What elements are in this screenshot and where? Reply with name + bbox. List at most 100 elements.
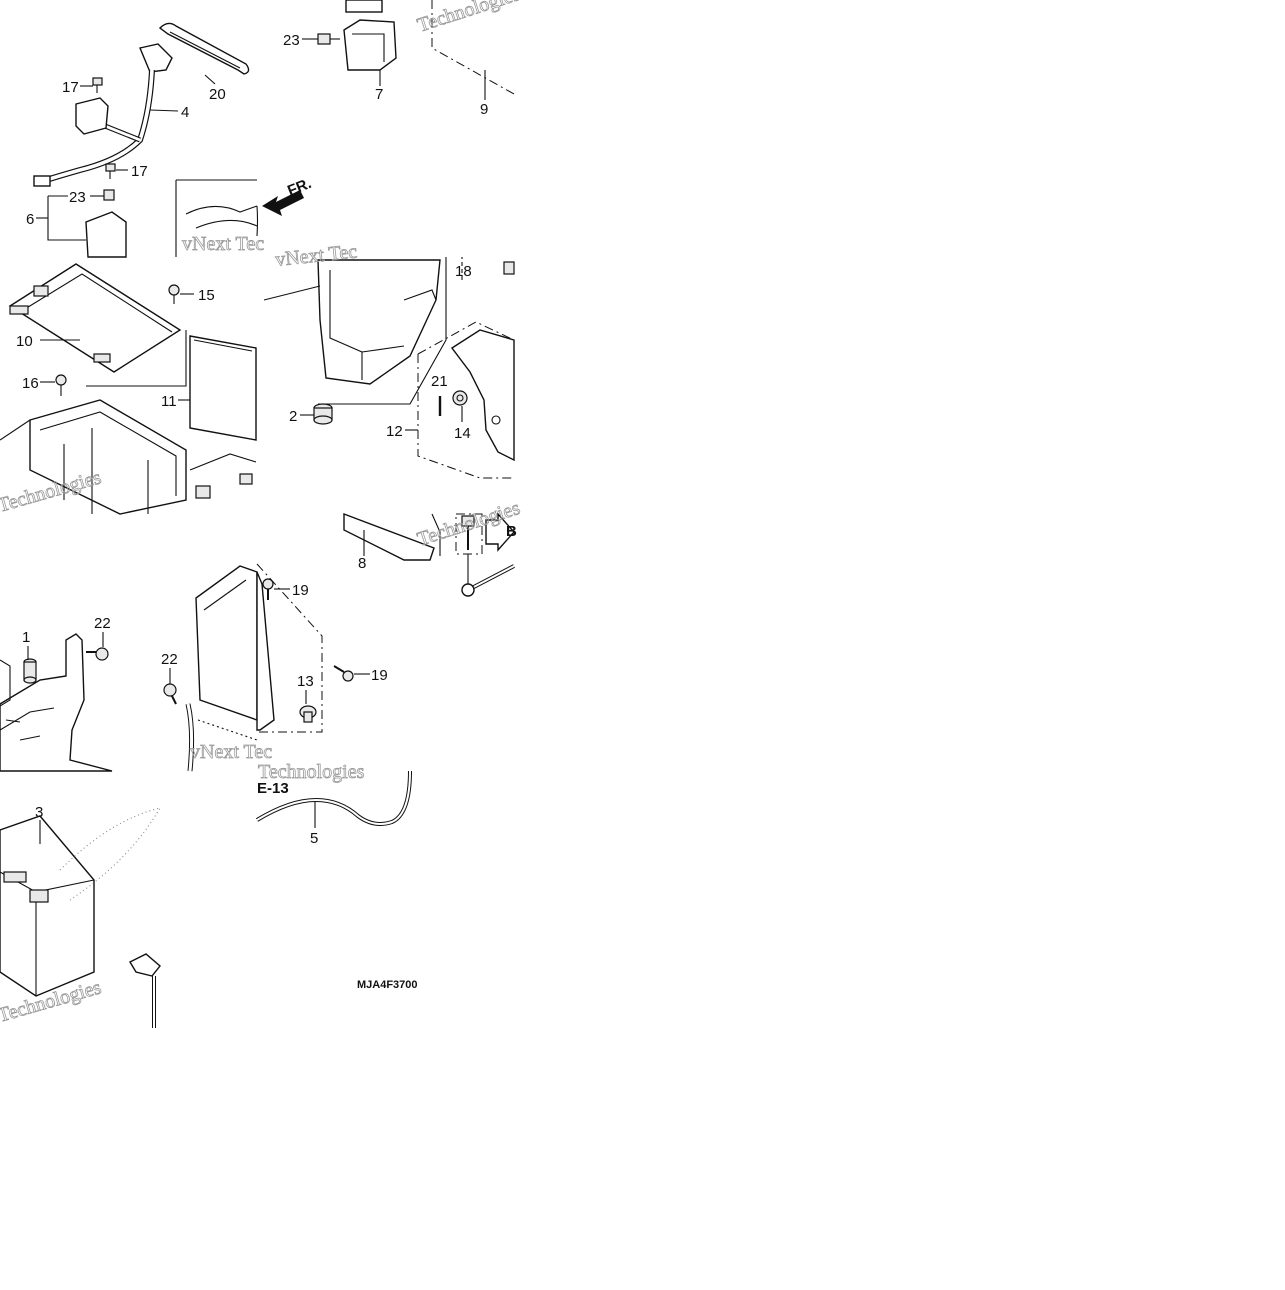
callout-21: 21 — [431, 373, 448, 390]
bolt-19b-icon — [333, 665, 354, 682]
tray-side — [189, 453, 257, 471]
relay-holder-inner — [352, 33, 385, 62]
watermark-tech-1: Technologies — [415, 0, 523, 37]
callout-1: 1 — [22, 629, 30, 646]
wing-logo-shade — [59, 807, 162, 901]
holder-box-18 — [317, 259, 441, 385]
leader-20 — [204, 74, 216, 85]
watermark-tech-6: Technologies — [258, 761, 365, 783]
tile-stay: 1 22 22 vNext Tec — [0, 565, 273, 772]
band-part-20 — [158, 22, 250, 75]
side-cover-outline — [417, 321, 515, 479]
bolt-16-icon — [55, 374, 67, 396]
holder-box-arm — [263, 285, 321, 301]
inset-sketch-2 — [195, 219, 258, 229]
ref-e13: E-13 — [257, 780, 289, 797]
lid-tab-left — [9, 305, 29, 315]
cover-sheet-edge — [193, 339, 253, 352]
holder-box-inner — [329, 270, 405, 380]
bolt-17b-icon — [105, 163, 116, 179]
clip-nut-2 — [239, 473, 253, 485]
callout-10: 10 — [16, 333, 33, 350]
callout-22b: 22 — [161, 651, 178, 668]
front-direction-arrow-icon — [262, 190, 304, 216]
inset-sketch — [185, 205, 258, 215]
battery-holder-right — [256, 571, 275, 731]
stay-8 — [343, 512, 435, 561]
tile-relay: FR. 23 7 9 Technologies — [256, 0, 523, 237]
callout-23b: 23 — [283, 32, 300, 49]
watermark-vnext-2: vNext Tec — [190, 741, 272, 763]
bolt-15-icon — [168, 284, 180, 304]
stay-strap-inner — [186, 703, 194, 772]
stay-inner — [0, 707, 55, 741]
tray-edge — [0, 419, 31, 441]
stay-bracket — [0, 633, 113, 772]
callout-8: 8 — [358, 555, 366, 572]
watermark-vnext-1: vNext Tec — [182, 233, 264, 255]
bolt-frame — [455, 513, 483, 555]
tile-harness: 17 20 4 17 23 6 vNext Tec — [26, 22, 265, 258]
harness-wire-4-inner — [39, 69, 154, 184]
callout-6: 6 — [26, 211, 34, 228]
lid-tab-bottom — [93, 353, 111, 363]
clip-stub — [503, 261, 515, 275]
callout-9: 9 — [480, 101, 488, 118]
clip-23-icon — [317, 33, 340, 45]
ref-b: B — [506, 523, 517, 540]
holder-top-rim — [203, 579, 247, 611]
callout-19b: 19 — [371, 667, 388, 684]
arrow-b-icon — [485, 512, 515, 552]
callout-17b: 17 — [131, 163, 148, 180]
battery-terminal — [29, 889, 49, 903]
drawing-code: MJA4F3700 — [357, 979, 418, 991]
callout-15: 15 — [198, 287, 215, 304]
fuse-box-6 — [85, 211, 127, 258]
stay-8-edge — [431, 513, 441, 556]
callout-18: 18 — [455, 263, 472, 280]
holder-box-flap — [403, 289, 437, 301]
spacer-1-icon — [23, 658, 37, 684]
harness-terminal-cap — [139, 43, 173, 73]
tray-inner-1 — [39, 411, 177, 496]
ground-terminal-icon — [461, 583, 475, 597]
callout-20: 20 — [209, 86, 226, 103]
leader-18-bracket — [318, 257, 447, 405]
cover-key-hole — [491, 415, 501, 425]
tile-lid: 15 10 16 11 Technologies — [0, 263, 257, 517]
clip-13-icon — [299, 705, 317, 723]
callout-11: 11 — [161, 393, 177, 410]
callout-4: 4 — [181, 104, 189, 121]
fuse-23-icon — [103, 189, 115, 201]
cable-5-inner — [256, 770, 411, 825]
collar-14-icon — [452, 390, 468, 406]
leader-4 — [149, 109, 179, 112]
battery-3 — [0, 815, 95, 997]
relay-cover — [75, 97, 109, 135]
callout-19a: 19 — [292, 582, 309, 599]
inset-edge — [256, 205, 259, 237]
side-cover-12 — [450, 329, 515, 462]
leader-11-bracket — [86, 330, 187, 387]
bolt-17a-icon — [92, 77, 103, 93]
bolt-top-icon — [461, 515, 475, 550]
leader-6-bracket — [47, 195, 86, 241]
tile-battery: 3 Technologies — [0, 804, 162, 1028]
lid-rim — [19, 273, 173, 333]
bolt-19a-icon — [262, 578, 274, 600]
callout-12: 12 — [386, 423, 403, 440]
direction-marker: FR. — [285, 175, 314, 200]
tile-box: 18 2 21 14 12 vNext Tec — [263, 240, 515, 479]
callout-2: 2 — [289, 408, 297, 425]
tile-cable: E-13 5 MJA4F3700 Technologies — [255, 761, 418, 991]
callout-3: 3 — [35, 804, 43, 821]
callout-23a: 23 — [69, 189, 86, 206]
upper-part-stub — [345, 0, 383, 13]
callout-7: 7 — [375, 86, 383, 103]
dotted-shade — [197, 719, 258, 741]
stay-left-edge — [0, 659, 11, 707]
ground-cable-inner — [467, 565, 515, 591]
grommet-2-icon — [313, 403, 333, 425]
